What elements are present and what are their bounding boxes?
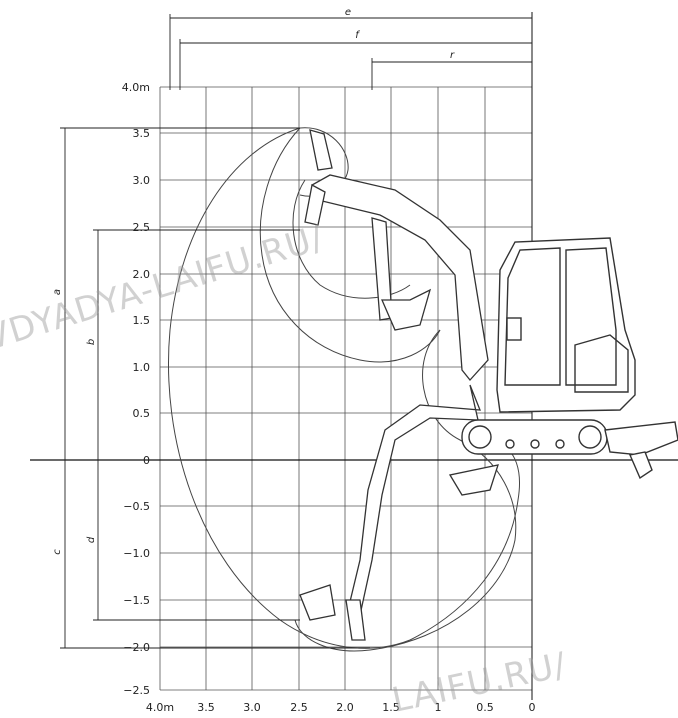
x-tick-label: 2.0 bbox=[336, 701, 354, 714]
x-tick-label: 1 bbox=[435, 701, 442, 714]
dimension-lines bbox=[60, 14, 532, 649]
dimension-label-f: f bbox=[355, 30, 360, 41]
y-tick-label: −0.5 bbox=[123, 500, 150, 513]
x-tick-label: 3.0 bbox=[243, 701, 261, 714]
y-tick-label: 0 bbox=[143, 454, 150, 467]
y-tick-label: 2.0 bbox=[133, 268, 151, 281]
dimension-label-d: d bbox=[86, 536, 97, 543]
x-tick-label: 0 bbox=[529, 701, 536, 714]
y-tick-label: 1.5 bbox=[133, 314, 151, 327]
y-tick-label: 2.5 bbox=[133, 221, 151, 234]
excavator-boom-lowered bbox=[299, 384, 499, 641]
dimension-label-e: e bbox=[345, 7, 351, 18]
y-tick-label: 1.0 bbox=[133, 361, 151, 374]
y-tick-label: 0.5 bbox=[133, 407, 151, 420]
y-tick-label: 4.0m bbox=[122, 81, 150, 94]
y-tick-label: −1.0 bbox=[123, 547, 150, 560]
dimension-label-c: c bbox=[52, 549, 63, 555]
x-axis-tick-labels: 4.0m 3.5 3.0 2.5 2.0 1.5 1 0.5 0 bbox=[146, 701, 536, 714]
y-tick-label: 3.5 bbox=[133, 127, 151, 140]
x-tick-label: 2.5 bbox=[290, 701, 308, 714]
x-tick-label: 0.5 bbox=[476, 701, 494, 714]
reach-envelope-inner bbox=[259, 127, 441, 363]
y-tick-label: −2.0 bbox=[123, 641, 150, 654]
dimension-label-b: b bbox=[86, 339, 97, 345]
watermark-text: VDYADYA-LAIFU.RU/ bbox=[0, 218, 329, 359]
excavator-boom-raised bbox=[304, 129, 489, 382]
y-tick-label: −2.5 bbox=[123, 684, 150, 697]
excavator-tracks bbox=[461, 419, 608, 455]
x-tick-label: 4.0m bbox=[146, 701, 174, 714]
y-tick-label: −1.5 bbox=[123, 594, 150, 607]
dozer-blade bbox=[604, 421, 678, 480]
x-tick-label: 3.5 bbox=[197, 701, 215, 714]
x-tick-label: 1.5 bbox=[382, 701, 400, 714]
dimension-label-a: a bbox=[52, 289, 63, 295]
y-tick-label: 3.0 bbox=[133, 174, 151, 187]
y-axis-tick-labels: 4.0m 3.5 3.0 2.5 2.0 1.5 1.0 0.5 0 −0.5 −1.0 −1.5 −2… bbox=[122, 81, 150, 697]
excavator-body bbox=[496, 237, 636, 413]
dimension-label-r: r bbox=[450, 50, 455, 61]
